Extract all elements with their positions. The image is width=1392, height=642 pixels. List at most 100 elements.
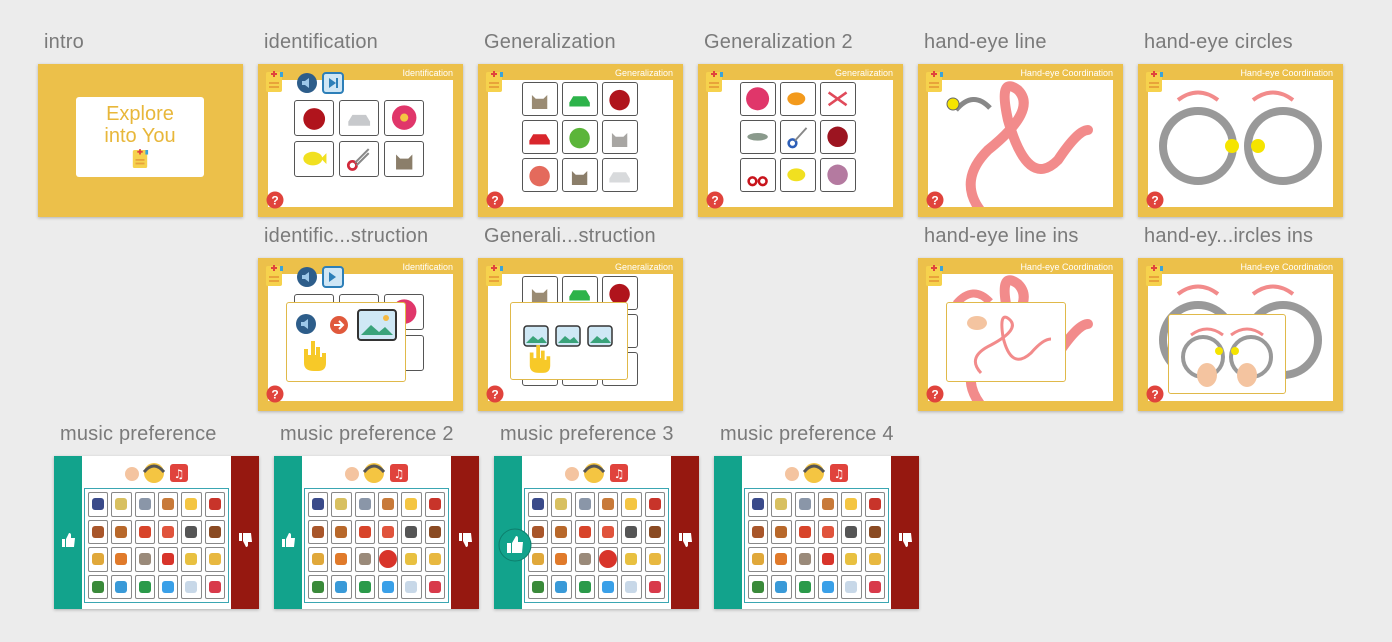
apple-icon[interactable]	[562, 120, 598, 154]
card-title-hand-eye-circles-ins[interactable]: hand-ey...ircles ins	[1144, 225, 1314, 247]
music-grid	[304, 488, 449, 603]
cat-icon[interactable]	[562, 158, 598, 192]
cat-icon[interactable]	[602, 120, 638, 154]
card-title-hand-eye-circles[interactable]: hand-eye circles	[1144, 31, 1293, 53]
thumb-hand-eye-line[interactable]: Hand-eye Coordination	[918, 64, 1123, 217]
thumb-music-preference-2[interactable]: ♫	[274, 456, 479, 609]
fish-icon[interactable]	[740, 120, 776, 154]
cloud-icon[interactable]	[181, 574, 202, 599]
card-title-music-preference[interactable]: music preference	[60, 423, 217, 445]
fish-icon[interactable]	[780, 82, 816, 116]
svg-text:♫: ♫	[394, 467, 405, 481]
trumpet-icon[interactable]	[204, 547, 225, 572]
drums-icon[interactable]	[134, 492, 155, 517]
scissors-icon[interactable]	[740, 158, 776, 192]
dog-icon[interactable]	[134, 547, 155, 572]
scissors-icon[interactable]	[339, 141, 379, 177]
card-title-identification-instruction[interactable]: identific...struction	[264, 225, 429, 247]
rooster-icon[interactable]	[158, 547, 179, 572]
apple-icon[interactable]	[522, 158, 558, 192]
apple-icon[interactable]	[294, 100, 334, 136]
like-panel[interactable]	[54, 456, 82, 609]
bell-icon[interactable]	[181, 492, 202, 517]
flower-icon[interactable]	[820, 120, 856, 154]
dislike-panel[interactable]	[451, 456, 479, 609]
thumb-generalization-instruction[interactable]: Generalization	[478, 258, 683, 411]
help-icon[interactable]	[266, 385, 284, 403]
drum-icon[interactable]	[204, 492, 225, 517]
car-icon[interactable]	[522, 120, 558, 154]
card-title-hand-eye-line-ins[interactable]: hand-eye line ins	[924, 225, 1079, 247]
drum-icon[interactable]	[204, 574, 225, 599]
maracas-icon[interactable]	[158, 519, 179, 544]
thumb-hand-eye-circles[interactable]: Hand-eye Coordination	[1138, 64, 1343, 217]
help-icon[interactable]	[706, 191, 724, 209]
piano-icon[interactable]	[88, 492, 109, 517]
card-title-intro[interactable]: intro	[44, 31, 84, 53]
flower-icon[interactable]	[384, 100, 424, 136]
dislike-panel[interactable]	[231, 456, 259, 609]
dislike-panel[interactable]	[891, 456, 919, 609]
card-title-generalization-2[interactable]: Generalization 2	[704, 31, 853, 53]
music-header-icons: ♫	[785, 463, 848, 483]
thumb-music-preference-3[interactable]: ♫	[494, 456, 699, 609]
card-title-identification[interactable]: identification	[264, 31, 378, 53]
cow-icon[interactable]	[88, 547, 109, 572]
card-title-generalization[interactable]: Generalization	[484, 31, 616, 53]
flower-icon[interactable]	[740, 82, 776, 116]
cat-icon[interactable]	[522, 82, 558, 116]
thumb-music-preference-4[interactable]: ♫	[714, 456, 919, 609]
help-icon[interactable]	[266, 191, 284, 209]
like-panel[interactable]	[714, 456, 742, 609]
wave-icon[interactable]	[111, 574, 132, 599]
card-title-music-preference-3[interactable]: music preference 3	[500, 423, 674, 445]
triangle-icon[interactable]	[111, 492, 132, 517]
thumb-identification[interactable]: Identification	[258, 64, 463, 217]
car-icon[interactable]	[562, 82, 598, 116]
flower-icon[interactable]	[820, 158, 856, 192]
intro-line2: into You	[104, 125, 176, 147]
image-icon	[523, 325, 549, 347]
vinyl-icon[interactable]	[134, 574, 155, 599]
thumb-intro[interactable]: Explore into You	[38, 64, 243, 217]
card-title-generalization-instruction[interactable]: Generali...struction	[484, 225, 656, 247]
car-icon[interactable]	[339, 100, 379, 136]
thumb-generalization-2[interactable]: Generalization	[698, 64, 903, 217]
tree-icon[interactable]	[88, 574, 109, 599]
bird-icon[interactable]	[134, 519, 155, 544]
cat-icon[interactable]	[384, 141, 424, 177]
thumb-music-preference[interactable]: ♫	[54, 456, 259, 609]
fox-icon[interactable]	[111, 547, 132, 572]
help-icon[interactable]	[926, 385, 944, 403]
snowflake-icon[interactable]	[158, 574, 179, 599]
card-title-hand-eye-line[interactable]: hand-eye line	[924, 31, 1047, 53]
like-panel[interactable]	[274, 456, 302, 609]
clarinet-icon[interactable]	[181, 519, 202, 544]
guitar-icon[interactable]	[158, 492, 179, 517]
violin-icon[interactable]	[88, 519, 109, 544]
dislike-panel[interactable]	[671, 456, 699, 609]
thumbs-down-icon	[239, 533, 252, 547]
card-title-music-preference-2[interactable]: music preference 2	[280, 423, 454, 445]
help-icon[interactable]	[486, 191, 504, 209]
thumb-hand-eye-circles-ins[interactable]: Hand-eye Coordination	[1138, 258, 1343, 411]
help-icon[interactable]	[1146, 191, 1164, 209]
slide-header: Identification	[402, 262, 453, 272]
violin-icon[interactable]	[111, 519, 132, 544]
help-icon[interactable]	[926, 191, 944, 209]
help-icon[interactable]	[486, 385, 504, 403]
fish-icon[interactable]	[780, 158, 816, 192]
thumb-generalization[interactable]: Generalization	[478, 64, 683, 217]
scissors-icon[interactable]	[820, 82, 856, 116]
thumb-hand-eye-line-ins[interactable]: Hand-eye Coordination	[918, 258, 1123, 411]
cello-icon[interactable]	[204, 519, 225, 544]
help-icon[interactable]	[1146, 385, 1164, 403]
fish-icon[interactable]	[294, 141, 334, 177]
apple-icon[interactable]	[602, 82, 638, 116]
harp-icon[interactable]	[181, 547, 202, 572]
scissors-icon[interactable]	[780, 120, 816, 154]
car-icon[interactable]	[602, 158, 638, 192]
thumb-identification-instruction[interactable]: Identification	[258, 258, 463, 411]
card-title-music-preference-4[interactable]: music preference 4	[720, 423, 894, 445]
like-panel[interactable]	[494, 456, 532, 609]
